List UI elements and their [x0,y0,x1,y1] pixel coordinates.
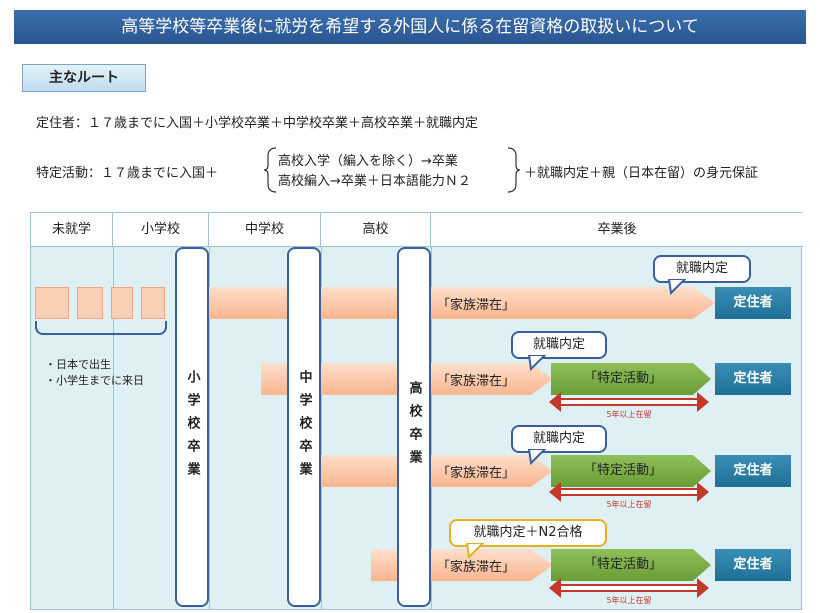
page-title: 高等学校等卒業後に就労を希望する外国人に係る在留資格の取扱いについて [14,10,806,44]
five-year-stay-label: 5年以上在留 [606,596,652,605]
pill-elementary-graduation: 小学校卒業 [175,247,209,607]
route-options-brace: 高校入学（編入を除く）→卒業 高校編入→卒業＋日本語能力Ｎ２ [264,146,522,194]
callout-tail [667,279,687,295]
route-badge: 主なルート [22,64,146,92]
status-family-stay: 「家族滞在」 [437,374,516,389]
option-b-text: 高校編入→卒業＋日本語能力Ｎ２ [278,174,471,189]
status-family-stay: 「家族滞在」 [437,298,516,313]
route-tokutei-label: 特定活動：１７歳までに入国＋ [36,166,219,181]
stay-segment [111,287,133,319]
col-divider [209,247,210,609]
col-head-after-graduation: 卒業後 [431,213,803,247]
result-teiju: 定住者 [715,287,791,319]
five-year-stay-arrow: 5年以上在留 [549,392,709,419]
preschool-brace [35,321,167,335]
stay-segment [35,287,69,319]
five-year-stay-arrow: 5年以上在留 [549,578,709,605]
col-divider [431,247,432,609]
route-diagram: 未就学 小学校 中学校 高校 卒業後 「家族滞在」 定住者 就職内定 ・日本で出… [30,212,803,610]
status-specific-activity: 「特定活動」 [551,363,711,395]
pill-high-school-graduation: 高校卒業 [397,247,431,607]
col-divider [321,247,322,609]
col-head-high-school: 高校 [321,213,431,247]
callout-job-offer: 就職内定 [511,331,607,359]
stay-arrow-row3 [321,455,553,487]
col-head-junior-high: 中学校 [209,213,321,247]
five-year-stay-label: 5年以上在留 [606,410,652,419]
col-divider [113,247,114,609]
brace-shape [264,147,521,193]
status-family-stay: 「家族滞在」 [437,466,516,481]
col-head-preschool: 未就学 [31,213,113,247]
status-specific-activity: 「特定活動」 [551,455,711,487]
callout-job-offer: 就職内定 [511,425,607,453]
five-year-stay-label: 5年以上在留 [606,500,652,509]
pill-junior-high-graduation: 中学校卒業 [287,247,321,607]
notes: ・日本で出生 ・小学生までに来日 [45,357,144,389]
stay-segment [77,287,103,319]
callout-tail [465,543,485,559]
callout-tail [527,355,547,371]
route-teiju-text: 定住者：１７歳までに入国＋小学校卒業＋中学校卒業＋高校卒業＋就職内定 [36,116,479,131]
callout-job-offer: 就職内定 [653,255,751,283]
option-a-text: 高校入学（編入を除く）→卒業 [278,154,458,169]
note-born-in-japan: ・日本で出生 [45,358,111,371]
col-head-elementary: 小学校 [113,213,209,247]
stay-segment [141,287,165,319]
status-family-stay: 「家族滞在」 [437,560,516,575]
result-teiju: 定住者 [715,549,791,581]
note-came-by-elementary: ・小学生までに来日 [45,374,144,387]
status-specific-activity: 「特定活動」 [551,549,711,581]
callout-tail [527,449,547,465]
five-year-stay-arrow: 5年以上在留 [549,482,709,509]
route-tokutei-tail: ＋就職内定＋親（日本在留）の身元保証 [524,166,759,181]
result-teiju: 定住者 [715,363,791,395]
result-teiju: 定住者 [715,455,791,487]
